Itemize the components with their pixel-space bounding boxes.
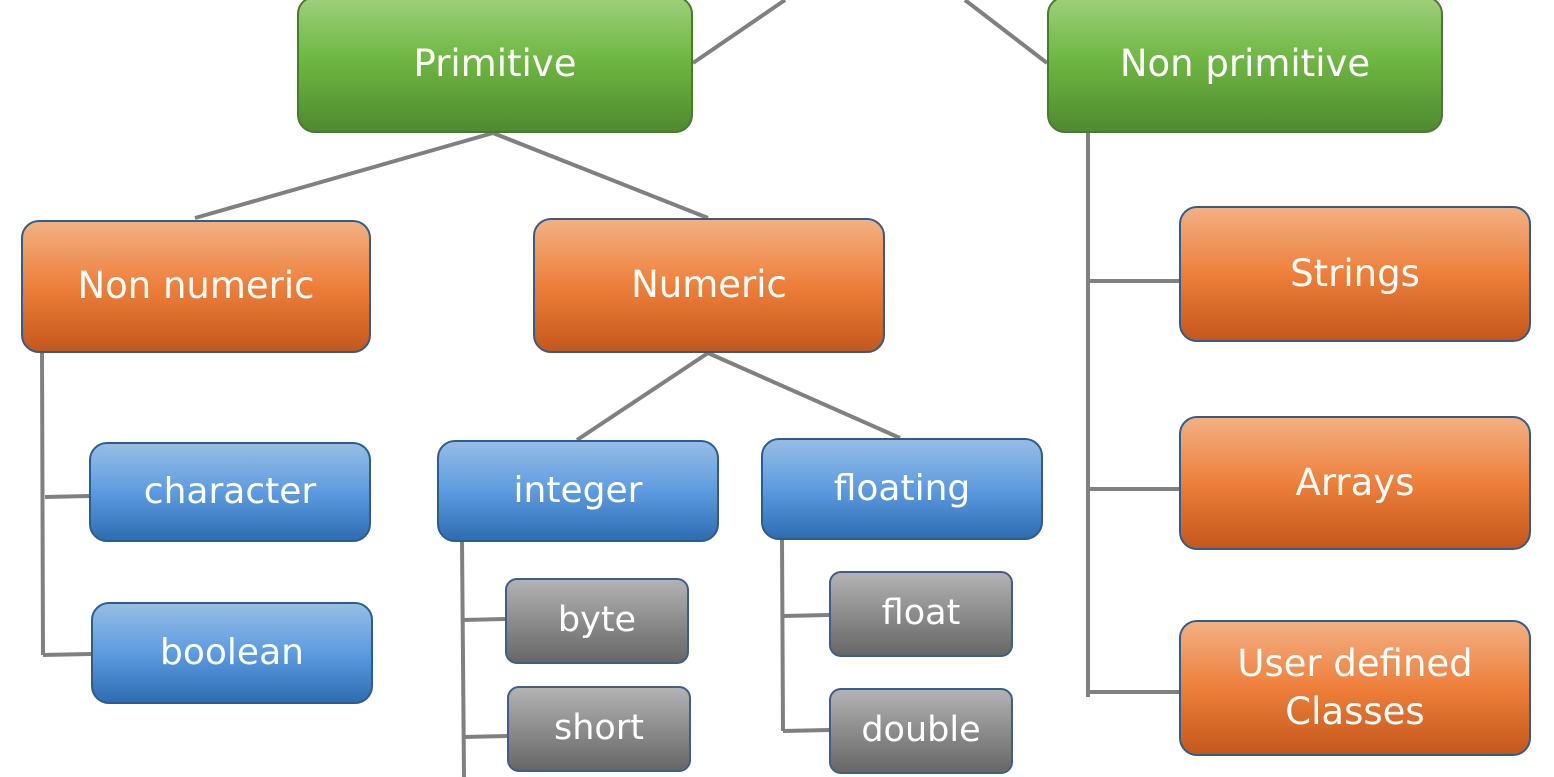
node-label: User defined Classes [1237,641,1473,733]
connector-character [44,494,90,499]
node-numeric: Numeric [533,218,885,353]
node-label: float [881,593,961,634]
connector-short [462,734,508,739]
node-label: Numeric [631,263,787,307]
connector-root-primitive [691,0,787,65]
connector-non-numeric-spine [40,351,45,656]
connector-integer-spine [460,541,466,777]
node-integer: integer [437,440,719,542]
node-label: Strings [1290,251,1420,295]
connector-primitive-non-numeric [194,131,494,220]
node-non-numeric: Non numeric [21,220,371,353]
connector-root-non-primitive [963,0,1049,65]
connector-double [782,728,830,733]
node-label: byte [557,600,637,641]
node-non-primitive: Non primitive [1047,0,1443,133]
node-label: Arrays [1295,460,1415,504]
connector-numeric-floating [707,351,901,440]
node-byte: byte [505,578,689,664]
node-label: Non numeric [77,264,315,308]
node-label: double [861,710,981,751]
connector-float [782,613,830,618]
node-character: character [89,442,371,542]
connector-byte [461,617,506,622]
node-user-defined-classes: User defined Classes [1179,620,1531,756]
node-label: boolean [160,631,304,673]
node-label: Primitive [413,42,577,86]
connector-floating-spine [780,539,785,732]
node-label: Non primitive [1119,42,1371,86]
connector-primitive-numeric [492,131,709,220]
node-label: short [554,708,644,749]
connector-numeric-integer [575,351,710,442]
node-boolean: boolean [91,602,373,704]
node-label: floating [833,467,971,509]
node-label: integer [513,469,643,511]
node-short: short [507,686,691,772]
node-arrays: Arrays [1179,416,1531,550]
node-floating: floating [761,438,1043,540]
node-primitive: Primitive [297,0,693,133]
node-float: float [829,571,1013,657]
node-strings: Strings [1179,206,1531,342]
node-double: double [829,688,1013,774]
node-label: character [143,470,317,512]
connector-boolean [42,652,92,657]
